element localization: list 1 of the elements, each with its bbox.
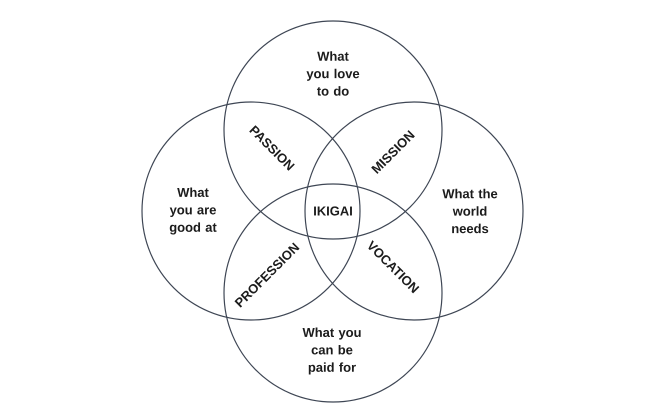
- region-label: IKIGAI: [314, 206, 352, 216]
